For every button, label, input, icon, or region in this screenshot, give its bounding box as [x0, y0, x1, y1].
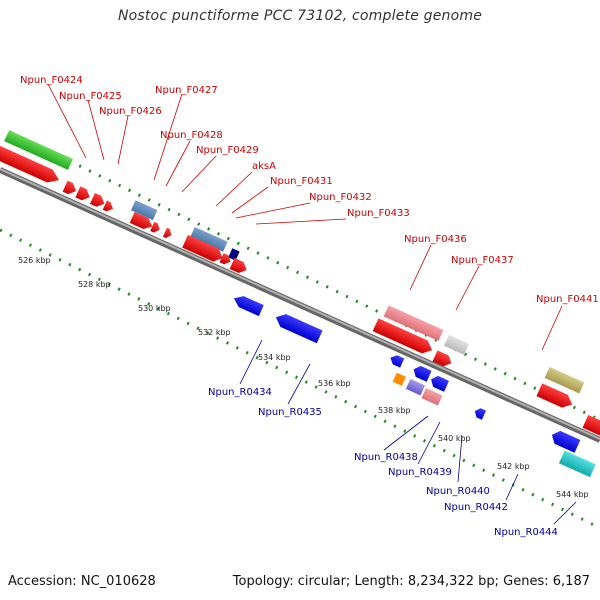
gene-label-forward[interactable]: Npun_F0425	[59, 91, 122, 102]
kbp-tick-label: 536 kbp	[318, 379, 351, 388]
forward-gene-arrow[interactable]	[102, 200, 115, 214]
gene-label-forward[interactable]: Npun_F0424	[20, 75, 83, 86]
forward-gene-arrow[interactable]	[536, 383, 575, 411]
accession-info: Accession: NC_010628	[8, 574, 156, 589]
forward-gene-callouts	[47, 83, 563, 351]
map-title: Nostoc punctiforme PCC 73102, complete g…	[117, 8, 483, 24]
gene-box-pink[interactable]	[383, 305, 444, 342]
gene-box-cyan[interactable]	[558, 450, 596, 478]
gene-label-forward[interactable]: Npun_F0428	[160, 130, 223, 141]
gene-label-reverse[interactable]: Npun_R0434	[208, 387, 272, 398]
reverse-gene-callouts	[239, 339, 577, 525]
kbp-tick-label: 528 kbp	[78, 280, 111, 289]
topology-label: Topology:	[232, 574, 294, 589]
gene-label-reverse[interactable]: Npun_R0439	[388, 467, 452, 478]
gene-box-steel-blue[interactable]	[130, 200, 158, 221]
genes-label: Genes:	[503, 574, 549, 589]
forward-gene-arrow[interactable]	[372, 318, 435, 356]
reverse-gene-arrow[interactable]	[273, 311, 323, 344]
forward-gene-arrow[interactable]	[162, 227, 173, 240]
kbp-tick-label: 538 kbp	[378, 406, 411, 415]
forward-gene-arrow[interactable]	[0, 145, 62, 187]
gene-box-olive[interactable]	[544, 366, 585, 394]
reverse-gene-arrow[interactable]	[388, 353, 405, 368]
gene-label-reverse[interactable]: Npun_R0442	[444, 502, 508, 513]
gene-box-pink[interactable]	[421, 388, 443, 406]
reverse-gene-arrow[interactable]	[231, 293, 264, 317]
reverse-gene-arrow[interactable]	[549, 428, 581, 453]
gene-label-reverse[interactable]: Npun_R0444	[494, 527, 558, 538]
reverse-gene-arrow[interactable]	[473, 407, 487, 420]
kbp-tick-label: 532 kbp	[198, 328, 231, 337]
gene-box-orange[interactable]	[392, 372, 406, 386]
reverse-gene-track	[231, 293, 581, 453]
accession-label: Accession:	[8, 574, 77, 589]
genes-value: 6,187	[552, 574, 590, 589]
kbp-tick-label: 540 kbp	[438, 434, 471, 443]
kbp-tick-label: 534 kbp	[258, 353, 291, 362]
forward-gene-arrow[interactable]	[62, 180, 79, 197]
reverse-gene-arrow[interactable]	[411, 364, 432, 382]
gene-box-purple[interactable]	[405, 378, 426, 396]
kbp-tick-label: 544 kbp	[556, 490, 589, 499]
gene-label-forward[interactable]: Npun_F0427	[155, 85, 218, 96]
forward-gene-arrow[interactable]	[150, 221, 161, 234]
topology-value: circular	[297, 574, 346, 589]
gene-label-forward[interactable]: Npun_F0437	[451, 255, 514, 266]
accession-value: NC_010628	[80, 574, 156, 589]
length-value: 8,234,322 bp	[407, 574, 495, 589]
gene-box-grey[interactable]	[444, 334, 469, 355]
forward-gene-arrow[interactable]	[582, 415, 600, 440]
kbp-tick-label: 530 kbp	[138, 304, 171, 313]
gene-label-reverse[interactable]: Npun_R0435	[258, 407, 322, 418]
forward-gene-arrow[interactable]	[90, 192, 107, 209]
reverse-gene-arrow[interactable]	[429, 374, 450, 392]
forward-gene-arrow[interactable]	[432, 350, 454, 368]
gene-label-forward[interactable]: Npun_F0426	[99, 106, 162, 117]
forward-gene-arrow[interactable]	[219, 253, 232, 266]
gene-label-forward[interactable]: Npun_F0432	[309, 192, 372, 203]
outer-feature-track	[4, 130, 596, 478]
kbp-tick-label: 526 kbp	[18, 256, 51, 265]
forward-gene-arrow[interactable]	[229, 258, 250, 276]
gene-box-green[interactable]	[4, 130, 73, 170]
gene-label-forward[interactable]: Npun_F0433	[347, 208, 410, 219]
forward-gene-arrow[interactable]	[182, 234, 225, 265]
gene-box-steel-blue[interactable]	[190, 226, 228, 252]
genome-stats: Topology: circular; Length: 8,234,322 bp…	[232, 574, 590, 589]
gene-label-reverse[interactable]: Npun_R0440	[426, 486, 490, 497]
gene-label-forward[interactable]: Npun_F0431	[270, 176, 333, 187]
length-label: Length:	[354, 574, 404, 589]
gene-label-forward[interactable]: Npun_F0436	[404, 234, 467, 245]
forward-gene-arrow[interactable]	[129, 211, 155, 232]
gene-label-reverse[interactable]: Npun_R0438	[354, 452, 418, 463]
forward-gene-arrow[interactable]	[75, 186, 92, 202]
kbp-tick-label: 542 kbp	[497, 462, 530, 471]
inner-tick-track	[0, 228, 600, 530]
gene-label-forward[interactable]: Npun_F0429	[196, 145, 259, 156]
gene-box-navy[interactable]	[228, 248, 240, 261]
forward-gene-track	[0, 145, 600, 440]
gene-label-forward[interactable]: Npun_F0441	[536, 294, 599, 305]
gene-label-forward[interactable]: aksA	[252, 161, 276, 172]
genome-backbone-highlight	[0, 168, 600, 440]
